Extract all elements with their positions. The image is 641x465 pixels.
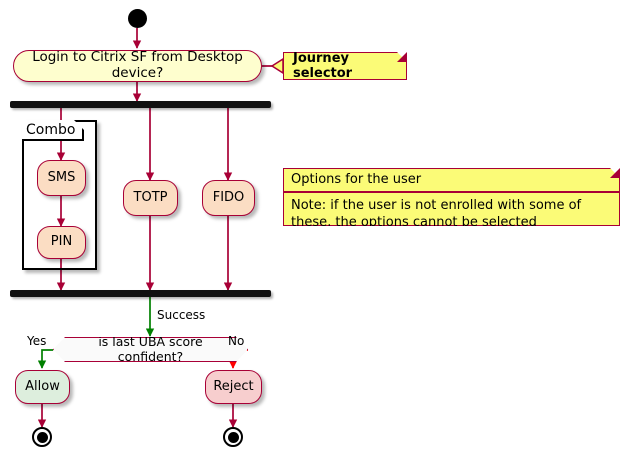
- activity-totp[interactable]: TOTP: [123, 180, 178, 216]
- end-node-reject-core: [227, 431, 239, 443]
- activity-sms[interactable]: SMS: [37, 160, 86, 196]
- activity-login-question[interactable]: Login to Citrix SF from Desktop device?: [13, 50, 262, 82]
- activity-fido[interactable]: FIDO: [202, 180, 255, 216]
- start-node: [128, 9, 147, 28]
- partition-combo-label: Combo: [26, 121, 76, 138]
- note-options-body: Note: if the user is not enrolled with s…: [284, 192, 619, 236]
- edge-label-no: No: [228, 334, 245, 348]
- decision-uba-score[interactable]: is last UBA score confident?: [53, 337, 248, 362]
- end-node-reject: [223, 427, 243, 447]
- note-options-fold-icon: [610, 168, 620, 178]
- activity-pin[interactable]: PIN: [37, 226, 86, 259]
- journey-note-pointer: [270, 57, 284, 75]
- note-options-for-user: Options for the user Note: if the user i…: [283, 168, 620, 226]
- edge-decision-to-allow: [37, 349, 53, 369]
- partition-combo-label-tab: Combo: [22, 120, 84, 141]
- note-options-header: Options for the user: [284, 169, 619, 192]
- end-node-allow: [32, 427, 52, 447]
- edge-label-success: Success: [157, 308, 206, 322]
- fork-bar: [10, 101, 271, 108]
- note-journey-selector-text: Journey selector: [293, 51, 353, 81]
- activity-reject[interactable]: Reject: [205, 370, 262, 404]
- activity-allow[interactable]: Allow: [15, 370, 70, 404]
- edge-label-yes: Yes: [27, 334, 47, 348]
- end-node-allow-core: [36, 431, 48, 443]
- join-bar: [10, 290, 271, 297]
- note-journey-selector: Journey selector: [283, 52, 407, 80]
- note-fold-icon: [397, 52, 407, 62]
